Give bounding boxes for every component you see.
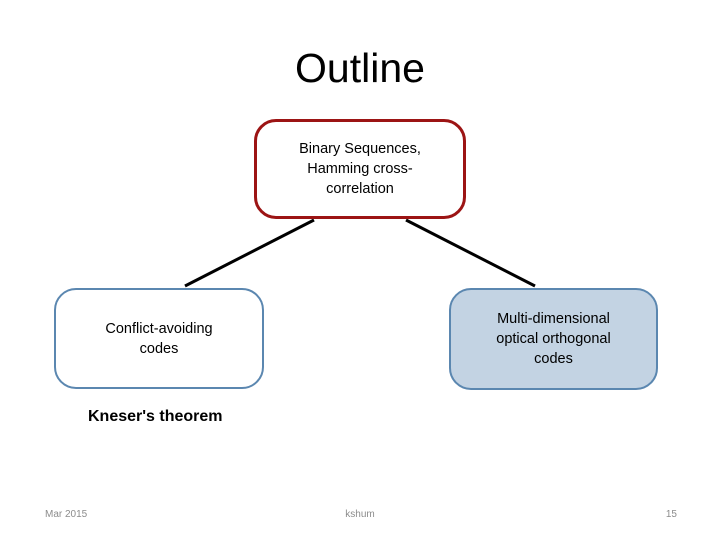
- node-multi-dimensional-ooc-line2: optical orthogonal: [496, 331, 611, 347]
- kneser-theorem-caption: Kneser's theorem: [88, 408, 223, 425]
- node-binary-sequences-line2: Hamming cross-: [307, 161, 413, 177]
- node-conflict-avoiding-codes[interactable]: Conflict-avoiding codes: [54, 288, 264, 389]
- node-conflict-avoiding-codes-line1: Conflict-avoiding: [105, 320, 213, 337]
- node-multi-dimensional-ooc[interactable]: Multi-dimensional optical orthogonal cod…: [449, 288, 658, 390]
- footer-author: kshum: [345, 509, 375, 520]
- connector-top-to-right: [405, 218, 536, 288]
- node-binary-sequences-line1: Binary Sequences,: [299, 141, 421, 157]
- footer-page-number: 15: [665, 509, 677, 520]
- page-title: Outline: [295, 45, 425, 91]
- node-multi-dimensional-ooc-label: Multi-dimensional optical orthogonal cod…: [486, 309, 620, 369]
- node-conflict-avoiding-codes-line2: codes: [139, 340, 179, 357]
- node-binary-sequences[interactable]: Binary Sequences, Hamming cross- correla…: [254, 119, 466, 219]
- node-conflict-avoiding-codes-label: Conflict-avoiding codes: [95, 319, 222, 359]
- footer-date: Mar 2015: [45, 509, 88, 520]
- node-binary-sequences-label: Binary Sequences, Hamming cross- correla…: [289, 139, 431, 199]
- node-multi-dimensional-ooc-line1: Multi-dimensional: [497, 311, 610, 327]
- node-binary-sequences-line3: correlation: [326, 181, 394, 197]
- connector-top-to-left: [184, 218, 315, 288]
- node-multi-dimensional-ooc-line3: codes: [534, 351, 573, 367]
